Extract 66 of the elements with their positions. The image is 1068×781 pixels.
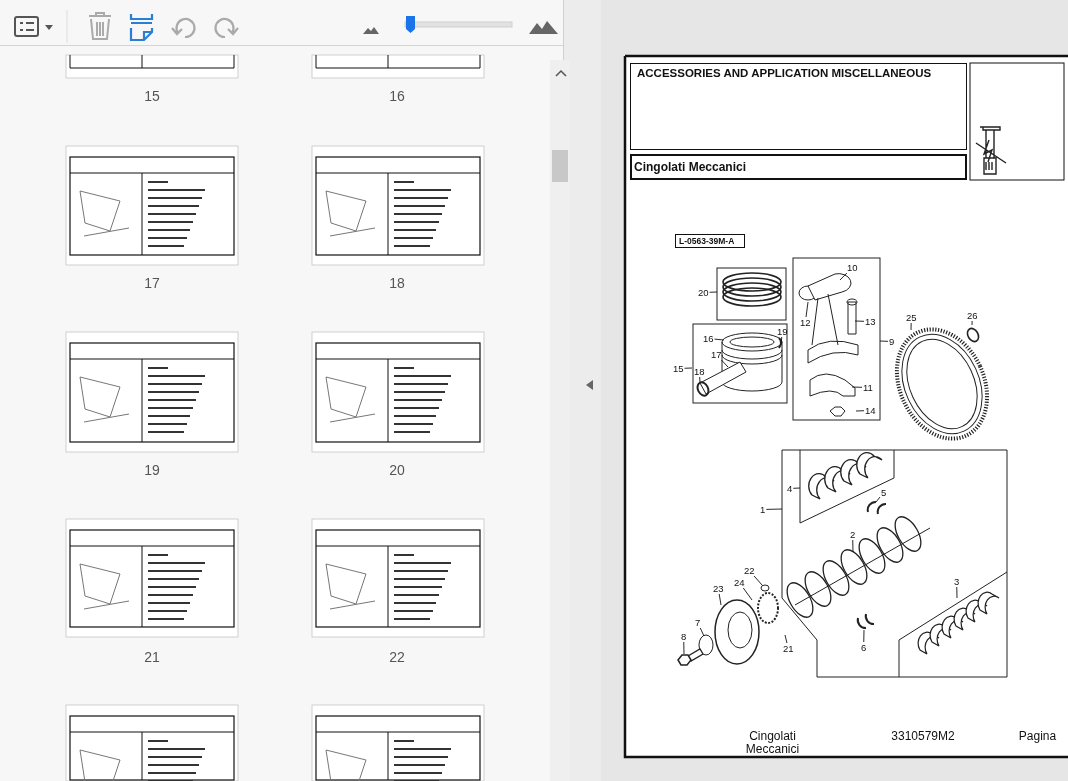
callout-number: 12 (799, 317, 812, 328)
callout-number: 22 (743, 565, 756, 576)
callout-number: 8 (680, 631, 688, 642)
page-number: 18 (388, 275, 406, 291)
callout-number: 7 (694, 617, 702, 628)
leader-line (684, 367, 693, 369)
footer-text: 3310579M2 (890, 730, 956, 743)
callout-number: 26 (966, 310, 979, 321)
callout-number: 14 (864, 405, 877, 416)
callout-number: 5 (880, 487, 888, 498)
leader-line (753, 575, 763, 586)
footer-text: Pagina (1017, 730, 1058, 743)
page-number: 15 (143, 88, 161, 104)
drawing-reference-box: L-0563-39M-A (675, 234, 745, 248)
page-number: 17 (143, 275, 161, 291)
callout-number: 19 (776, 326, 789, 337)
leader-line (910, 322, 912, 331)
leader-line (875, 496, 881, 503)
callout-number: 15 (672, 363, 685, 374)
callout-number: 1 (759, 504, 767, 515)
callout-number: 23 (712, 583, 725, 594)
leader-line (879, 340, 889, 342)
callout-number: 24 (733, 577, 746, 588)
page-number: 19 (143, 462, 161, 478)
callout-number: 25 (905, 312, 918, 323)
leader-line (971, 320, 973, 326)
leader-line (683, 641, 685, 655)
leader-line (784, 634, 788, 644)
leader-line (855, 410, 865, 412)
leader-line (805, 301, 809, 318)
callout-number: 3 (953, 576, 961, 587)
leader-line (721, 359, 729, 368)
footer-text: Cingolati Meccanici (744, 730, 801, 756)
callout-number: 16 (702, 333, 715, 344)
page-number: 21 (143, 649, 161, 665)
leader-line (742, 587, 753, 601)
callout-number: 9 (888, 336, 896, 347)
callout-number: 20 (697, 287, 710, 298)
page-number: 20 (388, 462, 406, 478)
callout-number: 13 (864, 316, 877, 327)
leader-line (765, 508, 783, 510)
leader-line (718, 593, 722, 606)
callout-number: 11 (862, 382, 874, 393)
callout-number: 2 (849, 529, 857, 540)
leader-line (852, 539, 854, 553)
leader-line (780, 336, 783, 346)
leader-line (699, 376, 701, 383)
subtitle-box: Cingolati Meccanici (630, 154, 967, 180)
callout-number: 21 (782, 643, 795, 654)
callout-number: 4 (786, 483, 794, 494)
header-box: ACCESSORIES AND APPLICATION MISCELLANEOUS (630, 63, 967, 150)
leader-line (854, 320, 865, 322)
leader-line (839, 272, 848, 281)
leader-line (709, 291, 718, 293)
page-number: 22 (388, 649, 406, 665)
callout-number: 17 (710, 349, 723, 360)
leader-line (792, 487, 801, 489)
leader-line (851, 386, 863, 388)
leader-line (863, 629, 865, 643)
leader-line (714, 338, 725, 341)
callout-number: 18 (693, 366, 706, 377)
page-number: 16 (388, 88, 406, 104)
leader-line (956, 586, 958, 599)
leader-line (699, 627, 705, 637)
callout-number: 6 (860, 642, 868, 653)
callout-number: 10 (846, 262, 859, 273)
